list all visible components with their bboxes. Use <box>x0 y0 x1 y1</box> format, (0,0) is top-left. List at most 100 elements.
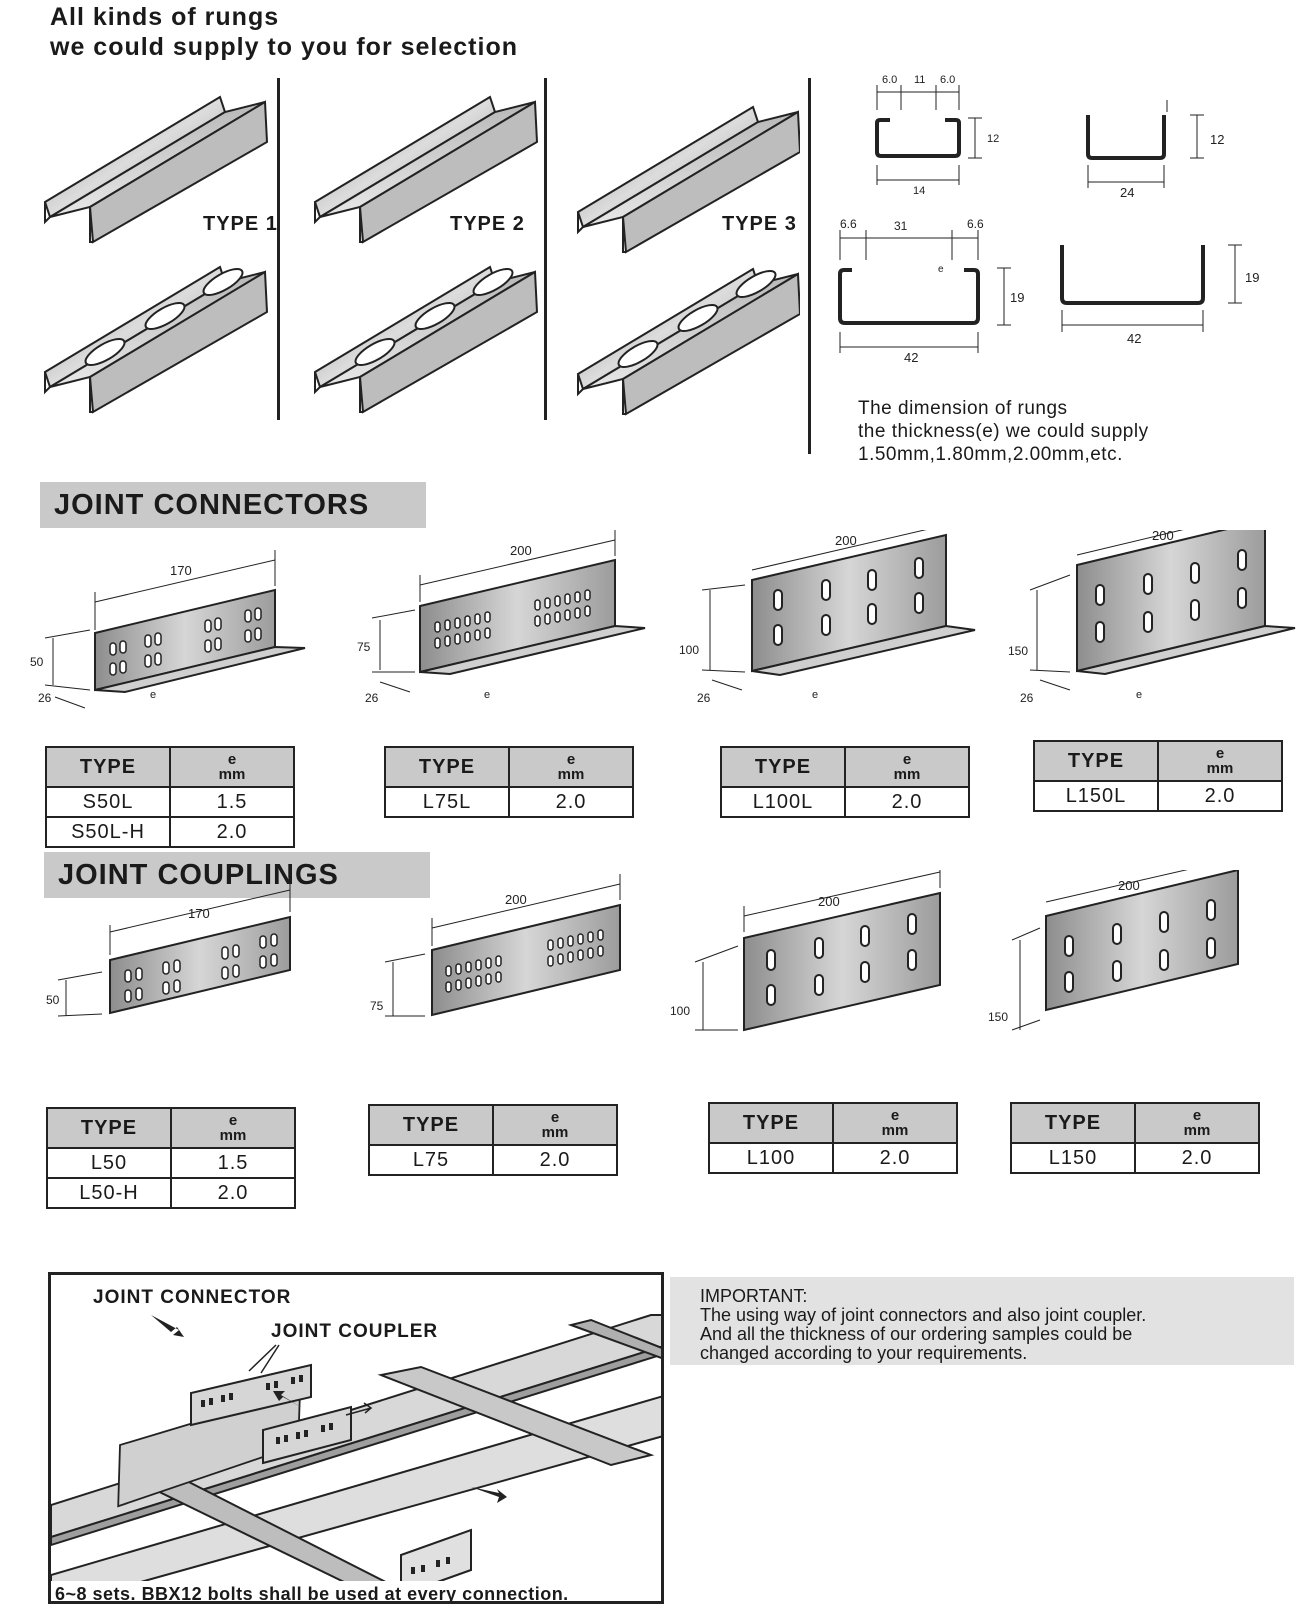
dim-label: 14 <box>913 185 925 197</box>
dim-label: 42 <box>904 350 918 365</box>
dimension-note-line: The dimension of rungs <box>858 398 1068 419</box>
coupling-l150: 200 150 <box>988 870 1239 1031</box>
coupling-l75-height: 75 <box>370 999 384 1013</box>
dim-label: 12 <box>1210 132 1224 147</box>
rung-type3-slotted <box>577 265 800 415</box>
connector-l100l-base: 26 <box>697 691 711 705</box>
dim-label: 24 <box>1120 185 1134 200</box>
connector-s50l: 170 50 26 e <box>30 550 306 709</box>
rung-illustrations <box>44 96 800 415</box>
coupling-l50-height: 50 <box>46 993 60 1007</box>
dim-label: 6.0 <box>940 74 955 86</box>
rung-cross-sections: 6.0 11 6.0 12 14 12 24 6.6 31 6.6 e 19 4… <box>838 74 1259 365</box>
table-header-type: TYPE <box>708 1102 834 1144</box>
connector-l75l: 200 75 26 e <box>357 530 646 705</box>
connector-l100l-length: 200 <box>835 533 857 548</box>
coupling-l50-length: 170 <box>188 906 210 921</box>
connector-l150l-length: 200 <box>1152 530 1174 543</box>
assembly-caption: 6~8 sets. BBX12 bolts shall be used at e… <box>51 1581 661 1601</box>
table-header-type: TYPE <box>1033 740 1159 782</box>
label-joint-coupler: JOINT COUPLER <box>271 1321 439 1342</box>
divider-rule <box>544 78 547 420</box>
table-header-type: TYPE <box>368 1104 494 1146</box>
connector-s50l-e: e <box>150 689 156 701</box>
connector-l100l-e: e <box>812 689 818 701</box>
connector-illustrations: 170 50 26 e 200 75 26 e <box>30 530 1296 709</box>
dim-label: 6.0 <box>882 74 897 86</box>
dimension-note: The dimension of rungs the thickness(e) … <box>858 397 1149 466</box>
coupling-l75: 200 75 <box>370 874 621 1017</box>
table-header-type: TYPE <box>384 746 510 788</box>
important-line: The using way of joint connectors and al… <box>700 1305 1147 1325</box>
dim-label: 19 <box>1010 290 1024 305</box>
connector-l75l-height: 75 <box>357 640 371 654</box>
connector-l150l-e: e <box>1136 689 1142 701</box>
table-header-type: TYPE <box>1010 1102 1136 1144</box>
header-title-line2: we could supply to you for selection <box>50 33 518 61</box>
label-joint-connector: JOINT CONNECTOR <box>93 1287 292 1308</box>
connector-s50l-length: 170 <box>170 563 192 578</box>
coupling-l150-height: 150 <box>988 1010 1008 1024</box>
rung-type2-slotted <box>314 263 538 413</box>
connector-l100l: 200 100 26 e <box>679 530 976 705</box>
section-banner-couplings: JOINT COUPLINGS <box>44 852 430 898</box>
connector-l150l: 200 150 26 e <box>1008 530 1296 705</box>
divider-rule <box>277 78 280 420</box>
important-line: changed according to your requirements. <box>700 1343 1028 1363</box>
dim-label: 6.6 <box>840 217 857 231</box>
dim-label: 11 <box>914 74 925 86</box>
dim-label: 12 <box>987 133 999 145</box>
connector-l150l-base: 26 <box>1020 691 1034 705</box>
dimension-note-line: the thickness(e) we could supply <box>858 421 1149 442</box>
rung-type2-label: TYPE 2 <box>450 213 525 235</box>
coupling-l75-length: 200 <box>505 892 527 907</box>
connector-l75l-e: e <box>484 689 490 701</box>
table-header-type: TYPE <box>45 746 171 788</box>
dim-label: 6.6 <box>967 217 984 231</box>
coupling-l100-length: 200 <box>818 894 840 909</box>
table-header-type: TYPE <box>46 1107 172 1149</box>
header-title-line1: All kinds of rungs <box>50 3 280 31</box>
connector-l150l-height: 150 <box>1008 644 1028 658</box>
ladder-tray-drawing <box>51 1314 661 1601</box>
dim-label: 42 <box>1127 331 1141 346</box>
divider-rule <box>808 78 811 454</box>
coupling-l100-height: 100 <box>670 1004 690 1018</box>
coupling-l150-length: 200 <box>1118 878 1140 893</box>
rung-type3-label: TYPE 3 <box>722 213 797 235</box>
coupling-l100: 200 100 <box>670 870 941 1032</box>
coupling-l50: 170 50 <box>46 882 291 1017</box>
table-header-type: TYPE <box>720 746 846 788</box>
assembly-illustration: JOINT CONNECTOR JOINT COUPLER 6~8 sets. … <box>48 1272 664 1604</box>
important-title: IMPORTANT: <box>700 1286 808 1306</box>
connector-l75l-base: 26 <box>365 691 379 705</box>
dim-label: e <box>938 264 944 275</box>
section-banner-connectors: JOINT CONNECTORS <box>40 482 426 528</box>
coupling-illustrations: 170 50 200 75 200 100 <box>46 870 1239 1032</box>
important-line: And all the thickness of our ordering sa… <box>700 1324 1133 1344</box>
connector-s50l-height: 50 <box>30 655 44 669</box>
dimension-note-line: 1.50mm,1.80mm,2.00mm,etc. <box>858 444 1123 465</box>
